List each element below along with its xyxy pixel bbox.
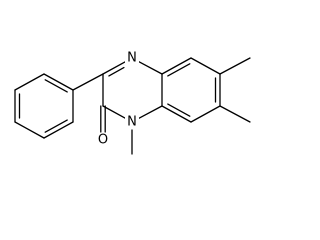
bond-14	[138, 105, 163, 119]
bond-24	[161, 105, 192, 123]
atom-n4: N	[125, 51, 139, 66]
bond-21	[190, 57, 221, 75]
molecule-structure: N N O	[14, 51, 251, 155]
bond-0	[43, 73, 74, 91]
bond-7	[44, 119, 68, 133]
bond-9	[72, 73, 104, 91]
bond-15	[102, 105, 126, 119]
atom-o2: O	[96, 133, 110, 148]
bond-11	[108, 66, 125, 77]
bond-3	[14, 121, 45, 139]
bond-20	[161, 57, 192, 75]
bond-29	[219, 105, 251, 123]
bond-2	[43, 121, 74, 139]
bond-25	[167, 63, 191, 77]
bond-12	[138, 61, 163, 75]
atom-n1: N	[125, 115, 139, 130]
bond-28	[219, 57, 251, 75]
atom-label-o2: O	[98, 133, 108, 148]
bonds	[14, 57, 251, 155]
bond-6	[44, 79, 68, 93]
bond-10	[102, 61, 126, 75]
bond-27	[167, 103, 191, 117]
atom-label-n4: N	[127, 51, 137, 66]
bond-23	[190, 105, 221, 123]
atom-label-n1: N	[127, 115, 137, 130]
atom-labels: N N O	[96, 51, 139, 148]
bond-5	[14, 73, 45, 91]
